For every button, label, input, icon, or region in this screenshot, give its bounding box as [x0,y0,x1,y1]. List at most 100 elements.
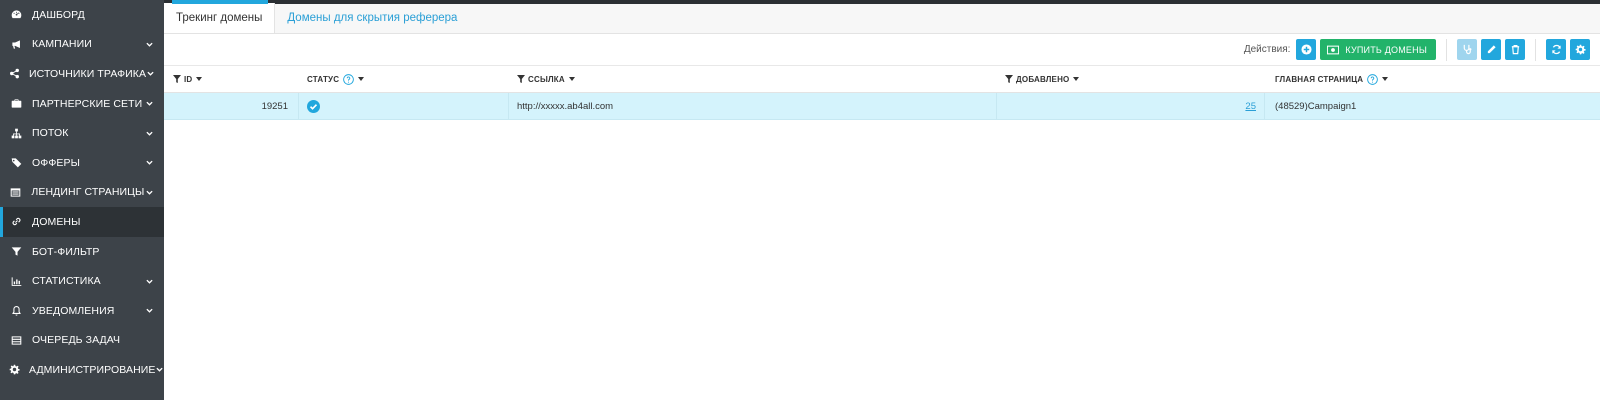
sidebar-item-flow[interactable]: ПОТОК [0,118,164,148]
sort-caret-icon [358,77,365,81]
sidebar-item-statistics[interactable]: СТАТИСТИКА [0,266,164,296]
table-row[interactable]: 19251 http://xxxxx.ab4all.com 25 (48529)… [164,92,1600,120]
cell-link: http://xxxxx.ab4all.com [509,92,997,120]
sidebar-item-label: УВЕДОМЛЕНИЯ [32,304,115,317]
check-domain-button[interactable] [1457,39,1477,60]
column-header-label: СТАТУС [307,74,340,84]
buy-domains-button[interactable]: КУПИТЬ ДОМЕНЫ [1320,39,1436,60]
cell-main-page: (48529)Campaign1 [1275,100,1357,112]
sort-caret-icon [568,77,575,81]
sidebar-item-label: ПОТОК [32,127,69,140]
sidebar-item-landing-pages[interactable]: ЛЕНДИНГ СТРАНИЦЫ [0,178,164,208]
stethoscope-icon [1463,44,1471,55]
sidebar-item-label: ПАРТНЕРСКИЕ СЕТИ [32,97,143,110]
column-header-label: ДОБАВЛЕНО [1016,74,1070,84]
sidebar-item-campaigns[interactable]: КАМПАНИИ [0,30,164,60]
sidebar-item-administration[interactable]: АДМИНИСТРИРОВАНИЕ [0,355,164,385]
sidebar-item-label: ОЧЕРЕДЬ ЗАДАЧ [32,334,121,347]
added-count-link[interactable]: 25 [1245,100,1256,112]
chevron-down-icon [144,159,154,166]
briefcase-icon [9,97,23,111]
chevron-down-icon [144,278,154,285]
sidebar-item-notifications[interactable]: УВЕДОМЛЕНИЯ [0,296,164,326]
check-circle-icon [307,99,320,113]
sidebar-item-domains[interactable]: ДОМЕНЫ [0,207,164,237]
filter-icon [9,245,23,259]
share-icon [9,67,20,81]
toolbar: Действия: КУПИТЬ ДОМЕНЫ [164,34,1600,66]
toolbar-divider [1535,38,1536,61]
pencil-icon [1487,45,1496,54]
sidebar-item-label: ЛЕНДИНГ СТРАНИЦЫ [31,186,145,199]
column-header-label: ID [184,74,193,84]
main-content: Трекинг домены Домены для скрытия рефере… [164,0,1600,400]
sidebar-item-task-queue[interactable]: ОЧЕРЕДЬ ЗАДАЧ [0,326,164,356]
domains-table: ID СТАТУС ССЫЛКА ДОБАВЛЕНО [164,66,1600,120]
sidebar-item-label: БОТ-ФИЛЬТР [32,245,100,258]
chevron-down-icon [144,189,154,196]
refresh-button[interactable] [1546,39,1566,60]
filter-icon[interactable] [517,75,525,83]
column-header-label: ГЛАВНАЯ СТРАНИЦА [1275,74,1364,84]
sidebar-item-label: ДОМЕНЫ [32,215,81,228]
money-icon [1327,45,1340,54]
filter-icon[interactable] [173,75,181,83]
actions-label: Действия: [1243,44,1291,55]
dashboard-icon [9,8,23,22]
sidebar-item-label: ДАШБОРД [32,8,85,21]
sidebar-item-label: КАМПАНИИ [32,38,92,51]
sidebar-item-label: ИСТОЧНИКИ ТРАФИКА [29,67,147,80]
add-button[interactable] [1296,39,1317,60]
gear-icon [1575,44,1586,55]
bullhorn-icon [9,37,23,51]
chevron-down-icon [146,70,154,77]
tab-referrer-hiding-domains[interactable]: Домены для скрытия реферера [287,12,458,24]
gear-icon [9,363,20,377]
settings-button[interactable] [1570,39,1590,60]
tags-icon [9,156,23,170]
chevron-down-icon [155,366,163,373]
bell-icon [9,304,23,318]
layout-icon [9,185,22,199]
column-header-main-page[interactable]: ГЛАВНАЯ СТРАНИЦА [1265,73,1600,85]
delete-button[interactable] [1505,39,1525,60]
link-icon [9,215,23,229]
sort-caret-icon [1073,77,1080,81]
buy-domains-label: КУПИТЬ ДОМЕНЫ [1345,44,1427,55]
sidebar-item-offers[interactable]: ОФФЕРЫ [0,148,164,178]
sidebar-item-traffic-sources[interactable]: ИСТОЧНИКИ ТРАФИКА [0,59,164,89]
sitemap-icon [9,126,23,140]
tab-tracking-domains[interactable]: Трекинг домены [164,3,276,33]
sort-caret-icon [1382,77,1389,81]
toolbar-divider [1446,38,1447,61]
tab-bar: Трекинг домены Домены для скрытия рефере… [164,3,1600,34]
sidebar-item-dashboard[interactable]: ДАШБОРД [0,0,164,30]
trash-icon [1511,45,1519,55]
column-header-link[interactable]: ССЫЛКА [509,75,997,84]
list-icon [9,333,23,347]
refresh-icon [1551,44,1561,55]
sidebar-item-bot-filter[interactable]: БОТ-ФИЛЬТР [0,237,164,267]
chevron-down-icon [144,100,154,107]
top-accent-bar [172,0,268,4]
sort-caret-icon [196,77,203,81]
chevron-down-icon [144,130,154,137]
column-header-status[interactable]: СТАТУС [299,73,509,85]
table-header: ID СТАТУС ССЫЛКА ДОБАВЛЕНО [164,66,1600,93]
column-header-id[interactable]: ID [164,75,299,84]
plus-circle-icon [1301,44,1312,55]
cell-added: 25 [997,92,1265,120]
help-icon[interactable] [1367,73,1379,85]
help-icon[interactable] [343,73,355,85]
filter-icon[interactable] [1005,75,1013,83]
sidebar-item-label: АДМИНИСТРИРОВАНИЕ [29,363,156,376]
chevron-down-icon [144,307,154,314]
edit-button[interactable] [1481,39,1501,60]
bar-chart-icon [9,274,23,288]
sidebar-item-label: СТАТИСТИКА [32,275,101,288]
sidebar-item-affiliate-networks[interactable]: ПАРТНЕРСКИЕ СЕТИ [0,89,164,119]
cell-status [299,92,509,120]
column-header-added[interactable]: ДОБАВЛЕНО [997,75,1265,84]
cell-id: 19251 [164,92,299,120]
